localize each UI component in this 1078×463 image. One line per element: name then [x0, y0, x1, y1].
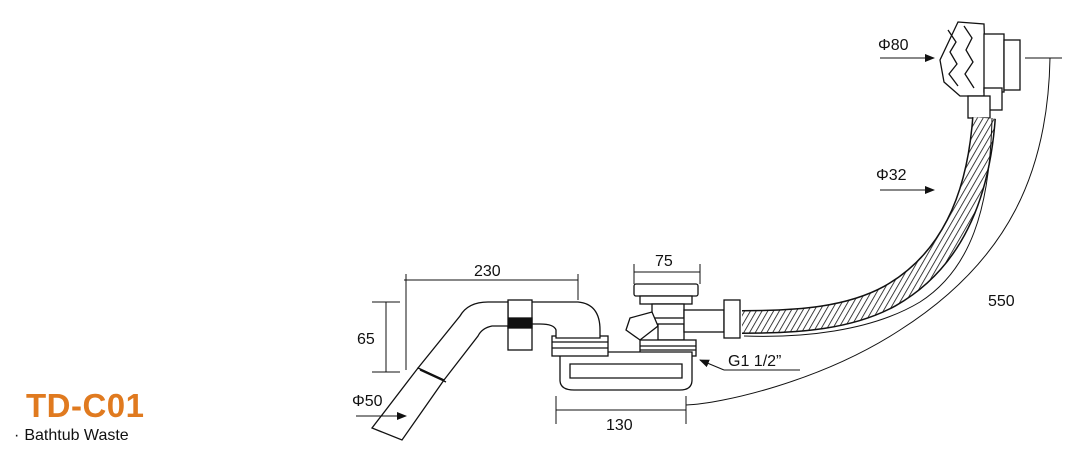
model-code: TD-C01	[26, 387, 145, 424]
product-title-block: TD-C01 ·Bathtub Waste	[14, 388, 145, 446]
drain-span-label: 130	[606, 417, 633, 434]
bathtub-wall	[685, 57, 1062, 406]
outlet-diameter-label: Φ50	[352, 393, 383, 410]
product-name: Bathtub Waste	[24, 427, 129, 444]
hose-diameter-label: Φ32	[876, 167, 907, 184]
waste-width-label: 75	[655, 253, 673, 270]
product-subtitle: ·Bathtub Waste	[14, 426, 145, 446]
pointer-arrows	[356, 54, 935, 420]
flexible-hose	[741, 117, 996, 337]
trap-length-label: 230	[474, 263, 501, 280]
dimension-lines	[372, 264, 800, 424]
thread-label: G1 1/2”	[728, 353, 781, 370]
hose-length-label: 550	[988, 293, 1015, 310]
overflow-diameter-label: Φ80	[878, 37, 909, 54]
bullet-icon: ·	[14, 427, 20, 444]
trap	[370, 299, 693, 441]
drain-body	[625, 283, 741, 357]
overflow-head	[939, 21, 1021, 119]
trap-height-label: 65	[357, 331, 375, 348]
